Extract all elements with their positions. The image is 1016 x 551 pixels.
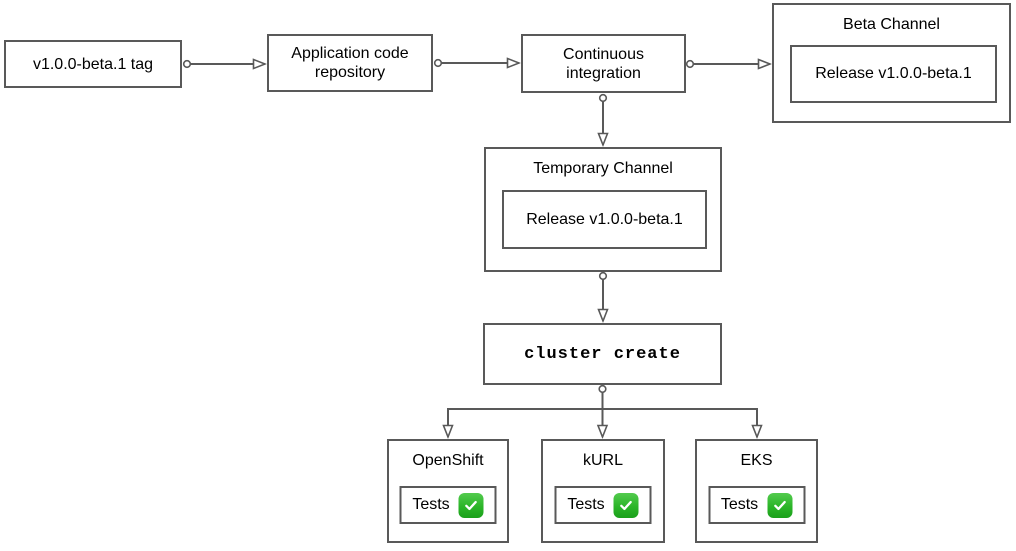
node-label: v1.0.0-beta.1 tag [32, 55, 154, 73]
node-label: Continuous integration [563, 45, 644, 82]
node-label: Release v1.0.0-beta.1 [526, 210, 683, 228]
node-kurl: kURL Tests [541, 439, 665, 543]
group-title: Temporary Channel [533, 160, 673, 177]
tests-box: Tests [399, 486, 497, 524]
check-mark-icon [767, 492, 793, 518]
group-title: Beta Channel [843, 16, 940, 33]
tests-label: Tests [567, 496, 605, 513]
node-version-tag: v1.0.0-beta.1 tag [4, 40, 182, 88]
tests-label: Tests [720, 496, 759, 513]
group-title: EKS [740, 452, 773, 469]
node-temporary-channel: Temporary Channel Release v1.0.0-beta.1 [484, 147, 722, 272]
node-openshift: OpenShift Tests [387, 439, 509, 543]
tests-box: Tests [708, 486, 805, 524]
node-label: Release v1.0.0-beta.1 [815, 65, 972, 82]
node-application-code-repository: Application code repository [267, 34, 433, 92]
node-cluster-create: cluster create [483, 323, 722, 385]
node-temporary-release: Release v1.0.0-beta.1 [502, 190, 707, 249]
group-title: kURL [582, 452, 623, 469]
node-continuous-integration: Continuous integration [521, 34, 686, 93]
node-label: cluster create [524, 344, 681, 364]
node-label: Application code repository [291, 45, 409, 81]
node-beta-channel: Beta Channel Release v1.0.0-beta.1 [772, 3, 1011, 123]
group-title: OpenShift [412, 452, 484, 469]
check-mark-icon [458, 492, 484, 518]
node-beta-release: Release v1.0.0-beta.1 [790, 45, 997, 103]
tests-box: Tests [554, 486, 652, 524]
tests-label: Tests [412, 496, 450, 513]
check-mark-icon [613, 492, 639, 518]
node-eks: EKS Tests [695, 439, 818, 543]
